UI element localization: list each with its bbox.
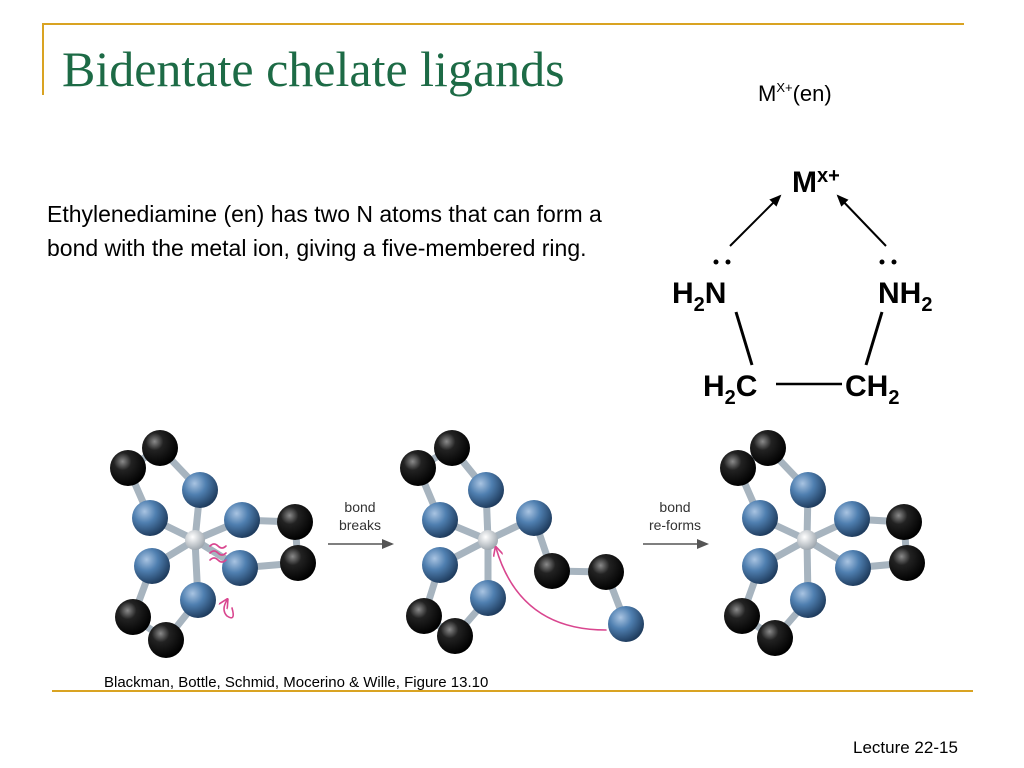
lone-pair-dot [725, 259, 731, 265]
right-methylene: CH2 [845, 370, 899, 409]
metal-symbol-letter: M [792, 166, 817, 199]
left-methylene: H2C [703, 370, 757, 409]
lone-pair-dot [713, 259, 719, 265]
top-rule [42, 23, 964, 25]
body-text: Ethylenediamine (en) has two N atoms tha… [47, 201, 602, 261]
bond-break-arrow [224, 600, 234, 619]
molecule-bond-broken [400, 430, 644, 654]
formula-base: M [758, 81, 777, 106]
step-label-2a: bond [659, 499, 690, 515]
step-label-2b: re-forms [649, 517, 701, 533]
step-label-1b: breaks [339, 517, 381, 533]
bond-reform-arrow [496, 548, 607, 631]
slide-footer: Lecture 22-15 [853, 738, 958, 757]
formula-charge: X+ [776, 80, 793, 95]
chelate-ring-diagram: Mx+ H2N NH2 H2C CH2 [672, 165, 932, 409]
right-n-c-bond [864, 311, 884, 366]
figure-caption: Blackman, Bottle, Schmid, Mocerino & Wil… [104, 674, 489, 691]
formula-label: MX+(en) [758, 80, 832, 107]
right-amine: NH2 [878, 277, 932, 316]
lone-pair-dot [891, 259, 897, 265]
left-n-c-bond [734, 311, 754, 366]
bottom-rule [52, 690, 973, 692]
lone-pair-dot [879, 259, 885, 265]
right-coordination-arrow [836, 194, 887, 247]
molecule-reformed [720, 430, 925, 656]
formula-suffix: (en) [792, 81, 832, 106]
metal-charge: x+ [817, 165, 840, 187]
slide-title: Bidentate chelate ligands [62, 41, 565, 97]
metal-symbol: Mx+ [792, 165, 840, 199]
chelate-effect-figure: bond breaks [110, 430, 925, 658]
step-label-1a: bond [344, 499, 375, 515]
left-amine: H2N [672, 277, 726, 316]
left-rule [42, 23, 44, 95]
bond-breaking-marks [209, 543, 227, 563]
molecule-intact [110, 430, 316, 658]
left-coordination-arrow [729, 194, 782, 247]
